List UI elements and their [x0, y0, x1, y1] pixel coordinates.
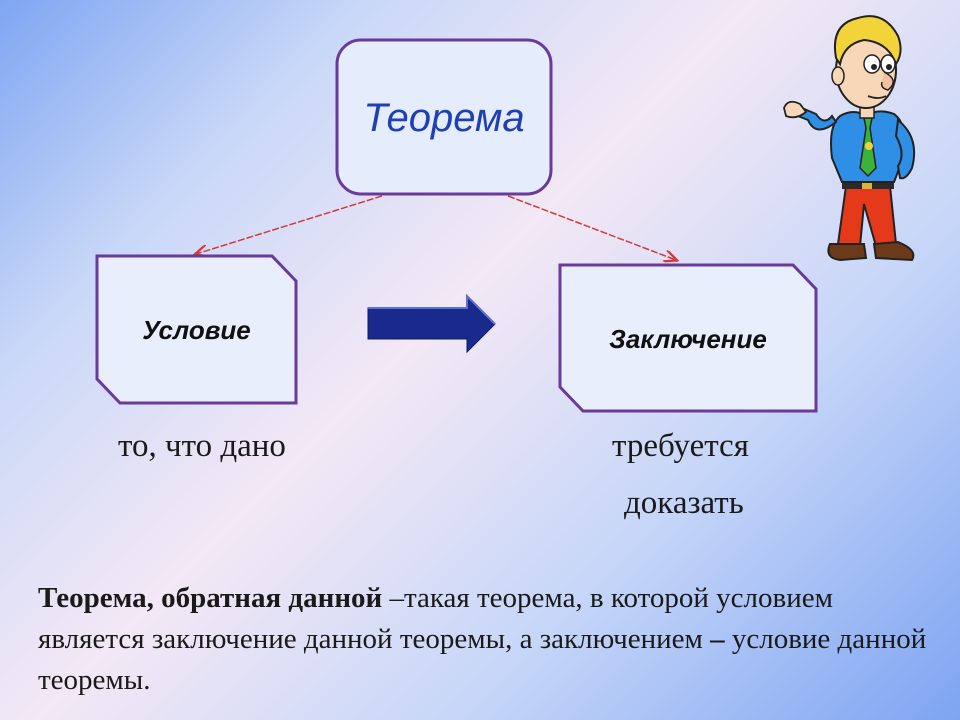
connector-to-conclusion: [507, 195, 676, 260]
condition-caption: то, что дано: [118, 428, 286, 464]
theorem-box: Теорема: [335, 38, 553, 196]
cartoon-man-icon: [783, 15, 916, 262]
condition-box: Условие: [94, 253, 299, 406]
connector-to-condition: [196, 195, 383, 254]
conclusion-box: Заключение: [557, 262, 819, 414]
condition-label: Условие: [142, 315, 251, 345]
definition-dash: –: [710, 623, 725, 655]
definition-text-part1: –такая теорема, в которой условием являе…: [38, 582, 833, 655]
right-block-arrow-icon: [367, 293, 496, 354]
conclusion-caption-line2: доказать: [624, 485, 744, 521]
theorem-label: Теорема: [363, 96, 525, 140]
definition-paragraph: Теорема, обратная данной –такая теорема,…: [38, 578, 928, 701]
conclusion-caption-line1: требуется: [612, 428, 749, 464]
definition-term: Теорема, обратная данной: [38, 582, 383, 614]
definition-text-part2: условие данной теоремы.: [38, 623, 927, 696]
conclusion-label: Заключение: [609, 324, 767, 354]
